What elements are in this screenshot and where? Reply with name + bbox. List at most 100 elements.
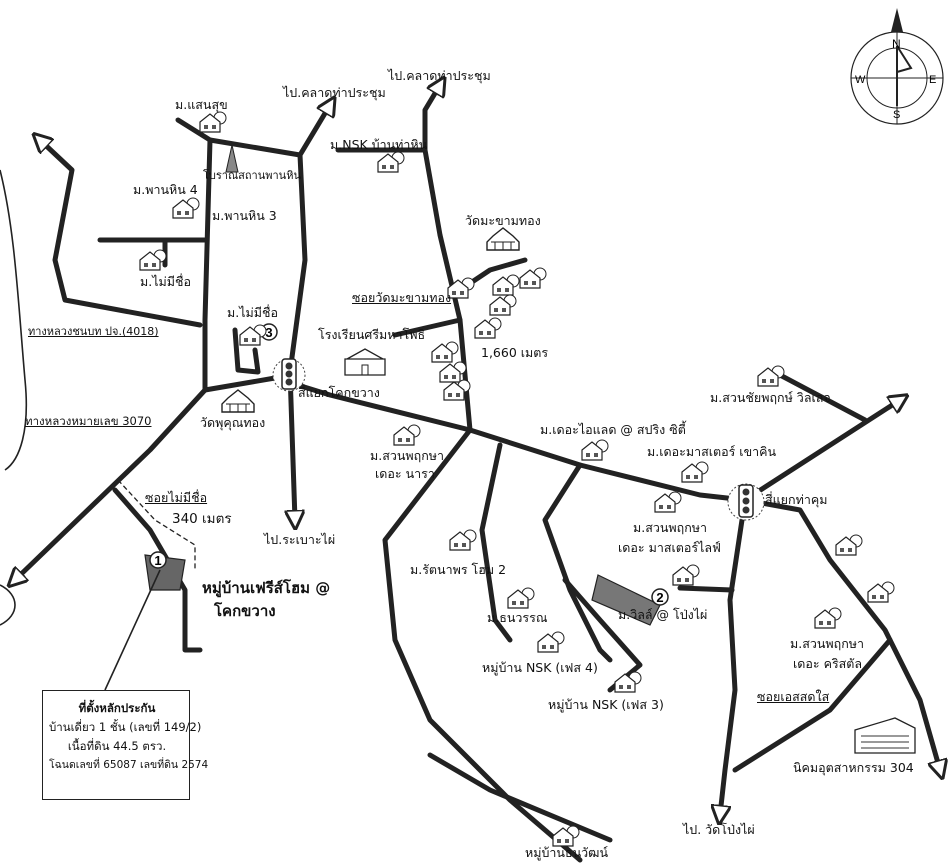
- compass-icon: N S E W: [850, 8, 944, 125]
- road-school: [392, 317, 463, 338]
- marker-3-number: 3: [265, 325, 272, 340]
- house-icon: [814, 607, 842, 629]
- road-south-long: [382, 427, 583, 863]
- label-unnamed-2: ม.ไม่มีชื่อ: [227, 305, 278, 320]
- label-free-home-2: โคกขวาง: [214, 602, 276, 620]
- road-free-home: [112, 487, 203, 653]
- info-house-type: บ้านเดี่ยว 1 ชั้น (เลขที่ 149/2): [49, 720, 202, 734]
- house-icon: [239, 324, 267, 346]
- label-soi-unnamed: ซอยไม่มีชื่อ: [145, 490, 208, 505]
- road-rattanaphon: [479, 442, 513, 643]
- house-icon: [614, 671, 642, 693]
- house-icon: [474, 317, 502, 339]
- road-north-left: [202, 137, 303, 393]
- house-icon: [377, 151, 405, 173]
- traffic-light-icon: [272, 358, 306, 392]
- label-suan-phruksa-nara-2: เดอะ นารา: [375, 466, 435, 481]
- factory-icon: [854, 717, 916, 754]
- marker-2-circle: [651, 588, 669, 606]
- road-to-wat-pongphai: [720, 497, 748, 815]
- school-icon: [344, 348, 386, 376]
- road-ville-branch: [677, 585, 735, 593]
- house-icon: [199, 111, 227, 133]
- left-edge-curve: [0, 169, 28, 471]
- label-thanawan: ม.ธนวรรณ: [487, 610, 548, 625]
- label-suan-phruksa-crystal-2: เดอะ คริสตัล: [793, 656, 863, 671]
- label-highway-3070: ทางหลวงหมายเลข 3070: [25, 414, 152, 428]
- house-icon: [393, 424, 421, 446]
- label-ancient-site: โบราณสถานพานหิน: [203, 169, 301, 182]
- house-icon: [757, 365, 785, 387]
- road-to-rabao: [290, 369, 295, 520]
- house-icon: [835, 534, 863, 556]
- label-wat-phukhunthong: วัดพุคุณทอง: [200, 415, 266, 430]
- house-icon: [681, 461, 709, 483]
- road-east-south: [742, 497, 940, 770]
- label-to-market-left: ไป.คลาดท่าประชุม: [283, 85, 386, 100]
- traffic-light-icon: [727, 483, 765, 521]
- label-industrial-304: นิคมอุตสาหกรรม 304: [793, 760, 914, 775]
- label-suan-chaiyaphruek: ม.สวนชัยพฤกษ์ วิลเลจ: [710, 390, 831, 405]
- info-title: ที่ตั้งหลักประกัน: [78, 701, 156, 715]
- label-nsk3: หมู่บ้าน NSK (เฟส 3): [548, 697, 664, 712]
- compass-s: S: [893, 109, 900, 121]
- compass-n: N: [892, 37, 901, 51]
- label-soi-wat-makham: ซอยวัดมะขามทอง: [352, 290, 452, 305]
- house-icon: [672, 564, 700, 586]
- label-school: โรงเรียนศรีมหาโพธิ: [318, 327, 426, 342]
- label-nsk4: หมู่บ้าน NSK (เฟส 4): [482, 660, 598, 675]
- collateral-info-box: ที่ตั้งหลักประกัน บ้านเดี่ยว 1 ชั้น (เลข…: [42, 690, 209, 800]
- road-to-chaiyaphruek: [742, 400, 900, 503]
- house-icon: [581, 439, 609, 461]
- info-deed-number: โฉนดเลขที่ 65087 เลขที่ดิน 2574: [49, 759, 209, 771]
- road-main-east: [202, 375, 748, 503]
- road-4018: [40, 140, 203, 328]
- road-highway-3070: [15, 387, 208, 580]
- label-the-master-khaokin: ม.เดอะมาสเตอร์ เขาคิน: [647, 444, 777, 459]
- label-tha-khum-junction: สี่แยกท่าคุม: [765, 492, 828, 507]
- label-the-island: ม.เดอะไอแลด @ สปริง ซิตี้: [540, 422, 686, 437]
- house-icon: [507, 587, 535, 609]
- temple-icon: [486, 227, 520, 251]
- label-free-home-1: หมู่บ้านเฟรีส์โฮม @: [202, 579, 331, 597]
- marker-2-number: 2: [656, 590, 663, 605]
- pointer-line: [104, 569, 161, 691]
- house-icon: [431, 341, 459, 363]
- label-soi-essadsai: ซอยเอสสดใส: [757, 689, 830, 704]
- house-icon: [519, 267, 547, 289]
- house-icon: [449, 529, 477, 551]
- house-icon: [867, 581, 895, 603]
- label-suan-phruksa-master-1: ม.สวนพฤกษา: [633, 520, 708, 535]
- road-north-middle: [287, 152, 308, 375]
- house-icon: [552, 825, 580, 847]
- label-suan-phruksa-master-2: เดอะ มาสเตอร์ไลฟ์: [618, 540, 721, 555]
- house-icon: [447, 277, 475, 299]
- house-icon: [654, 491, 682, 513]
- label-to-market-right: ไป.คลาดท่าประชุม: [388, 68, 491, 83]
- label-rattanaphon: ม.รัตนาพร โฮม 2: [410, 562, 507, 577]
- label-dist-340: 340 เมตร: [172, 511, 232, 527]
- label-suan-phruksa-crystal-1: ม.สวนพฤกษา: [790, 636, 865, 651]
- label-wat-makham: วัดมะขามทอง: [465, 213, 541, 228]
- marker-1-circle: [149, 551, 167, 569]
- compass-w: W: [855, 74, 866, 86]
- house-icon: [489, 294, 517, 316]
- pagoda-icon: [225, 144, 239, 173]
- left-edge-curve-2: [0, 584, 16, 626]
- house-icon: [492, 274, 520, 296]
- label-saensuk: ม.แสนสุข: [175, 97, 228, 112]
- road-essadsai: [732, 637, 893, 773]
- house-icon: [139, 249, 167, 271]
- road-saensuk: [175, 117, 213, 143]
- info-land-area: เนื้อที่ดิน 44.5 ตรว.: [67, 739, 167, 753]
- road-chaiyaphruek-branch: [777, 372, 868, 423]
- marker-1-number: 1: [154, 553, 161, 568]
- label-to-rabao-phai: ไป.ระเบาะไผ่: [264, 532, 336, 547]
- label-thanawat: หมู่บ้านธนวัฒน์: [525, 845, 609, 860]
- label-nsk-thahin: ม.NSK บ้านท่าหิน: [330, 137, 428, 152]
- label-khok-khwang-junction: สี่แยกโคกขวาง: [298, 385, 380, 400]
- compass-e: E: [929, 74, 936, 86]
- label-suan-phruksa-nara-1: ม.สวนพฤกษา: [370, 448, 445, 463]
- house-icon: [443, 379, 471, 401]
